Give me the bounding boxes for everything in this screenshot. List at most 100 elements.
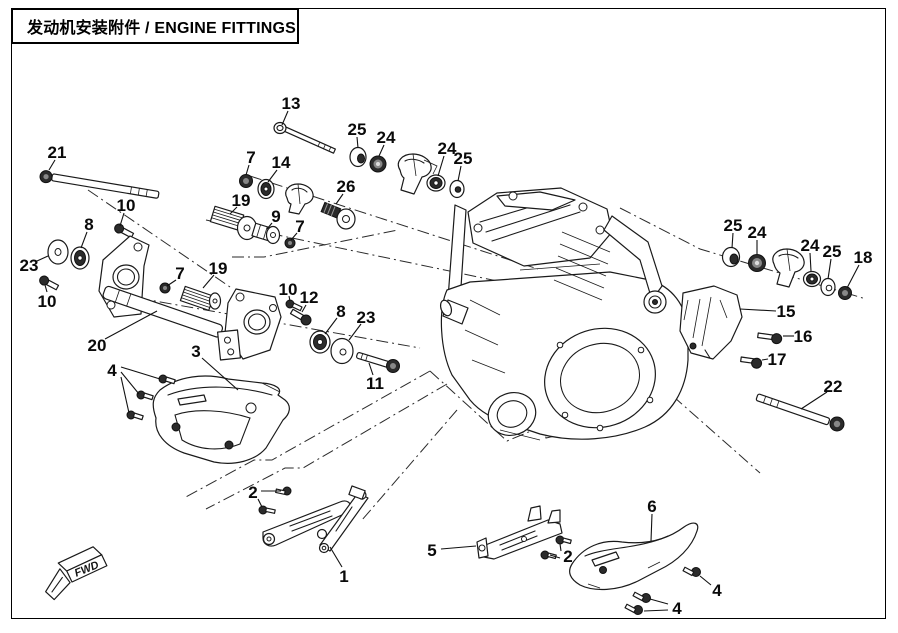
engine-assembly (439, 187, 689, 441)
callout-24: 24 (438, 139, 457, 158)
callout-25: 25 (823, 242, 842, 261)
leader-line-25 (827, 258, 832, 280)
part-bolts-4-right (624, 566, 701, 615)
callout-3: 3 (191, 342, 200, 361)
part-washer-25a (349, 146, 367, 168)
part-bolt-10a (114, 223, 135, 239)
part-washer-25d (820, 277, 836, 297)
callout-15: 15 (777, 302, 796, 321)
leader-line-2 (549, 554, 561, 559)
callout-20: 20 (88, 336, 107, 355)
callout-7: 7 (175, 264, 184, 283)
callout-layer: 1223444567778891010101112131415161718191… (20, 94, 873, 618)
part-sleeve-19b (179, 285, 222, 311)
callout-5: 5 (427, 541, 436, 560)
part-clamp-bracket-a (285, 183, 314, 215)
leader-line-13 (281, 110, 289, 126)
part-cover-15 (679, 285, 743, 360)
part-bushing-14 (257, 178, 275, 200)
part-sleeve-19a (209, 205, 258, 241)
callout-9: 9 (271, 207, 280, 226)
leader-line-4 (120, 366, 161, 380)
callout-23: 23 (20, 256, 39, 275)
part-washer-23b (330, 337, 354, 365)
callout-8: 8 (336, 302, 345, 321)
leader-line-1 (329, 546, 343, 568)
leader-line-19 (229, 206, 238, 215)
part-bolt-26 (320, 201, 356, 230)
page-border (11, 8, 886, 619)
leader-line-8 (80, 231, 88, 249)
callout-25: 25 (724, 216, 743, 235)
part-nut-24a (369, 155, 387, 173)
part-washer-23a (47, 239, 69, 265)
callout-21: 21 (48, 143, 67, 162)
callout-10: 10 (279, 280, 298, 299)
callout-25: 25 (348, 120, 367, 139)
leader-line-4 (120, 376, 130, 414)
callout-4: 4 (107, 361, 117, 380)
leader-line-24 (809, 252, 812, 272)
callout-23: 23 (357, 308, 376, 327)
callout-2: 2 (248, 483, 257, 502)
callout-4: 4 (672, 599, 682, 618)
leader-line-7 (166, 279, 177, 287)
leader-line-24 (378, 144, 385, 157)
part-bolt-13 (273, 121, 336, 154)
leader-line-14 (267, 169, 278, 183)
callout-8: 8 (84, 215, 93, 234)
leader-line-4 (643, 609, 669, 612)
callout-2: 2 (563, 547, 572, 566)
callout-19: 19 (232, 191, 251, 210)
leader-line-20 (104, 310, 158, 340)
callout-25: 25 (454, 149, 473, 168)
callout-19: 19 (209, 259, 228, 278)
part-bolt-17 (740, 356, 763, 369)
leader-line-12 (301, 304, 307, 313)
part-washer-25c (721, 246, 741, 268)
part-bolt-11 (356, 352, 400, 373)
part-bushing-24d (802, 270, 822, 288)
callout-24: 24 (801, 236, 820, 255)
callout-1: 1 (339, 567, 348, 586)
part-bracket-1 (262, 485, 369, 554)
title-box: 发动机安装附件 / ENGINE FITTINGS (11, 8, 299, 44)
part-bolt-12 (289, 308, 312, 326)
leader-line-17 (761, 358, 769, 361)
part-bracket-5 (476, 505, 563, 560)
leader-line-4 (649, 598, 669, 605)
leader-line-4 (120, 371, 140, 395)
callout-17: 17 (768, 350, 787, 369)
callout-7: 7 (246, 148, 255, 167)
part-bolt-10c (285, 299, 303, 312)
leader-line-22 (800, 391, 828, 410)
callout-7: 7 (295, 217, 304, 236)
leader-line-25 (457, 165, 462, 182)
callout-18: 18 (854, 248, 873, 267)
leader-line-5 (440, 545, 477, 550)
leader-line-10 (119, 212, 125, 227)
leader-line-8 (324, 317, 338, 335)
leader-line-23 (348, 323, 362, 341)
leader-line-18 (846, 264, 860, 289)
callout-12: 12 (300, 288, 319, 307)
part-bushing-8a (70, 246, 90, 270)
leader-line-21 (48, 159, 56, 171)
leader-line-2 (257, 498, 263, 508)
callout-24: 24 (377, 128, 396, 147)
callout-4: 4 (712, 581, 722, 600)
part-spacer-9 (251, 222, 281, 245)
part-bushing-24b (426, 174, 446, 192)
leader-line-7 (245, 164, 250, 176)
part-nut-7a (239, 174, 253, 188)
leader-line-3 (201, 357, 239, 391)
part-bolts-2a (258, 486, 292, 515)
leader-line-19 (202, 274, 215, 289)
leader-line-6 (650, 513, 653, 542)
part-mount-bracket-right (216, 288, 282, 361)
leader-line-4 (699, 575, 712, 586)
leader-line-15 (739, 308, 777, 312)
leader-line-2 (559, 543, 562, 552)
